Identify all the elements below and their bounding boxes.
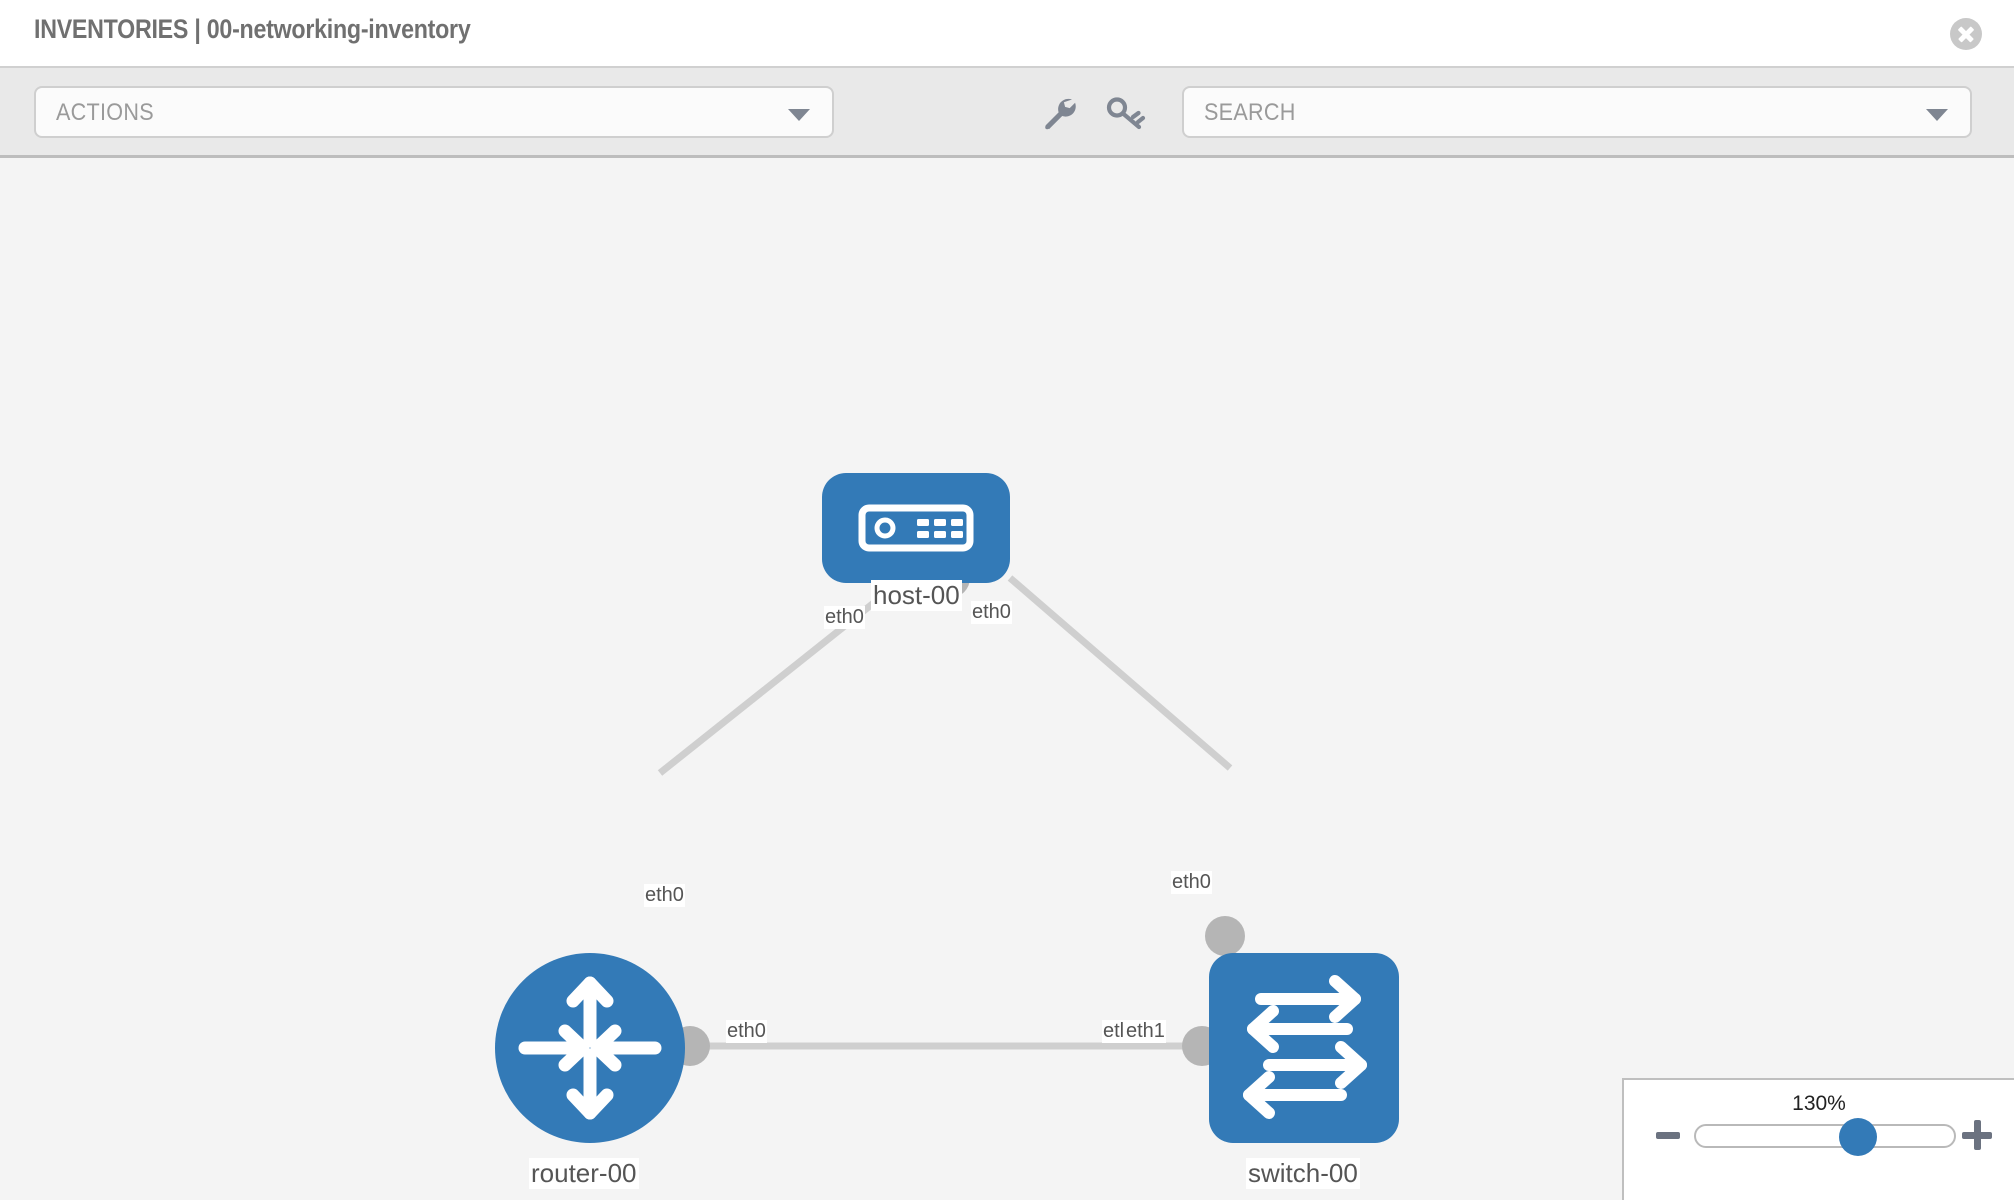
chevron-down-icon	[788, 109, 810, 121]
close-icon[interactable]	[1950, 18, 1982, 50]
node-host-00[interactable]	[822, 473, 1010, 583]
node-label-router-00: router-00	[529, 1158, 639, 1189]
toolbar: ACTIONS SEARCH	[0, 68, 2014, 158]
port-switch-top[interactable]	[1205, 916, 1245, 956]
zoom-level-value: 130%	[1792, 1092, 1846, 1115]
zoom-slider[interactable]	[1694, 1118, 1956, 1156]
link-host-switch	[1007, 575, 1233, 771]
page-title: INVENTORIES | 00-networking-inventory	[34, 14, 471, 44]
edge-label-router-up: eth0	[644, 884, 685, 907]
switch-arrows-icon	[1243, 975, 1367, 1119]
router-arrows-icon	[518, 976, 662, 1120]
edge-label-host-right: eth0	[971, 601, 1012, 624]
chevron-down-icon	[1926, 109, 1948, 121]
edge-label-router-right: eth0	[726, 1020, 767, 1043]
zoom-control-panel: 130%	[1622, 1078, 2014, 1200]
minus-icon[interactable]	[1656, 1132, 1680, 1139]
topology-canvas[interactable]: host-00 router-00 switch-00 eth0 eth0 et…	[0, 158, 2014, 1200]
node-label-switch-00: switch-00	[1246, 1158, 1360, 1189]
server-icon	[858, 504, 974, 552]
link-host-router	[657, 575, 908, 776]
edge-label-switch-up: eth0	[1171, 871, 1212, 894]
topology-links	[657, 575, 1233, 1050]
edge-label-switch-left: eth1	[1125, 1020, 1166, 1043]
node-switch-00[interactable]	[1209, 953, 1399, 1143]
window-header: INVENTORIES | 00-networking-inventory	[0, 0, 2014, 68]
edge-label-host-left: eth0	[824, 606, 865, 629]
key-icon[interactable]	[1104, 96, 1148, 130]
actions-dropdown-label: ACTIONS	[56, 99, 154, 126]
search-input[interactable]: SEARCH	[1182, 86, 1972, 138]
plus-icon[interactable]	[1962, 1120, 1992, 1150]
zoom-slider-thumb[interactable]	[1839, 1118, 1877, 1156]
wrench-icon[interactable]	[1038, 96, 1082, 130]
edge-label-switch-left-partial: etl	[1102, 1020, 1126, 1043]
actions-dropdown[interactable]: ACTIONS	[34, 86, 834, 138]
node-router-00[interactable]	[495, 953, 685, 1143]
search-placeholder: SEARCH	[1204, 99, 1296, 126]
node-label-host-00: host-00	[871, 580, 962, 611]
